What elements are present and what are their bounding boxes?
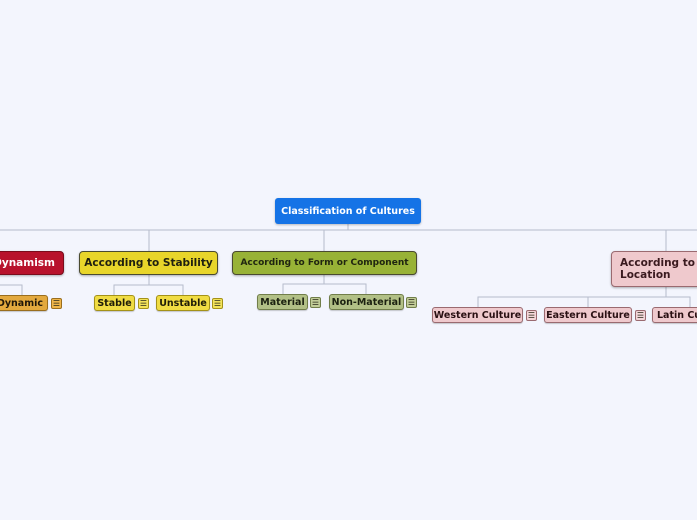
- note-icon[interactable]: ☰: [310, 297, 321, 308]
- note-icon[interactable]: ☰: [51, 298, 62, 309]
- note-icon[interactable]: ☰: [138, 298, 149, 309]
- connector-non-material: [324, 283, 367, 294]
- connector-dynamic: [0, 284, 23, 295]
- topic-eastern-culture[interactable]: Eastern Culture: [544, 307, 632, 323]
- branch-location[interactable]: According to G Location: [611, 251, 697, 287]
- topic-non-material[interactable]: Non-Material: [329, 294, 404, 310]
- connector-latin: [666, 296, 691, 307]
- root-topic[interactable]: Classification of Cultures: [275, 198, 421, 224]
- branch-stability[interactable]: According to Stability: [79, 251, 218, 275]
- connector-unstable: [149, 284, 184, 295]
- topic-material[interactable]: Material: [257, 294, 308, 310]
- topic-latin-culture[interactable]: Latin Cu: [652, 307, 697, 323]
- branch-form-component[interactable]: According to Form or Component: [232, 251, 417, 275]
- note-icon[interactable]: ☰: [526, 310, 537, 321]
- connector-stable: [113, 275, 150, 295]
- topic-stable[interactable]: Stable: [94, 295, 135, 311]
- connector-material: [282, 275, 325, 294]
- connector-root: [0, 224, 349, 231]
- note-icon[interactable]: ☰: [212, 298, 223, 309]
- note-icon[interactable]: ☰: [406, 297, 417, 308]
- branch-location-label: According to G Location: [620, 257, 695, 281]
- topic-unstable[interactable]: Unstable: [156, 295, 210, 311]
- note-icon[interactable]: ☰: [635, 310, 646, 321]
- branch-dynamism[interactable]: Dynamism: [0, 251, 64, 275]
- topic-dynamic[interactable]: Dynamic: [0, 295, 48, 311]
- connector-western: [477, 287, 667, 307]
- topic-western-culture[interactable]: Western Culture: [432, 307, 523, 323]
